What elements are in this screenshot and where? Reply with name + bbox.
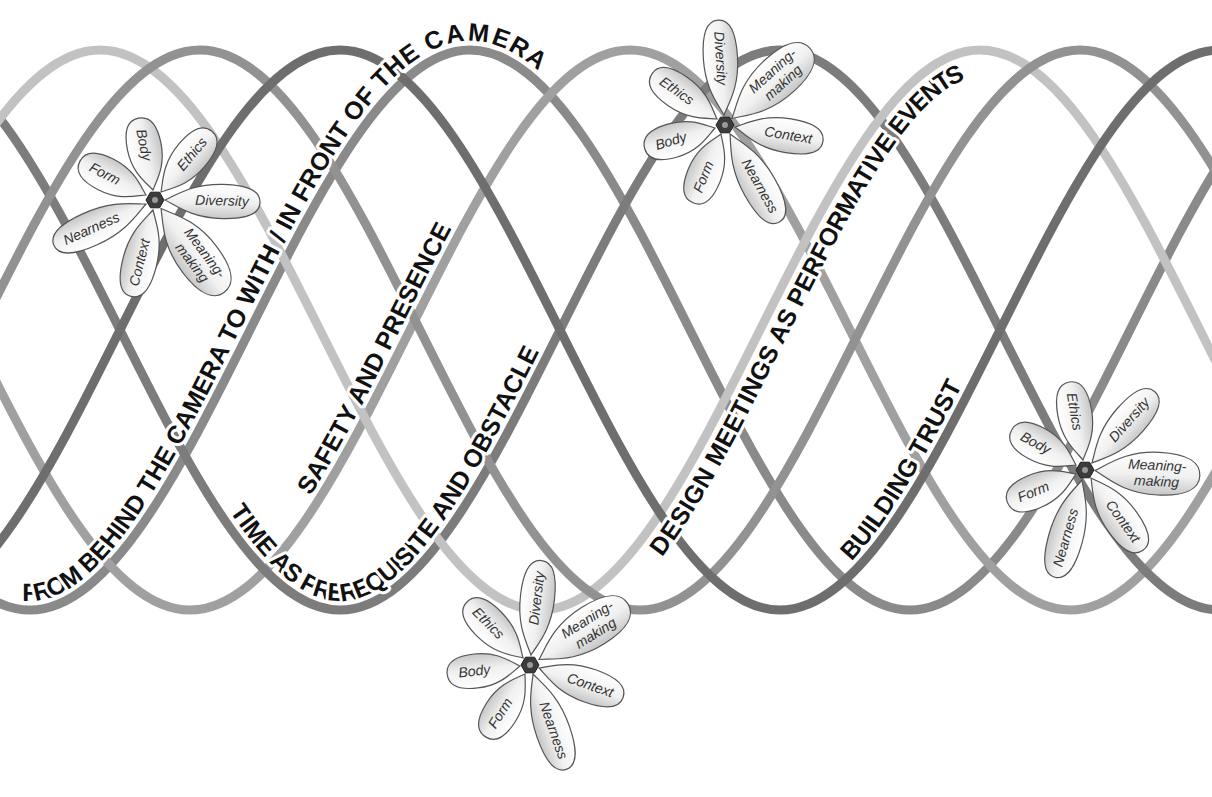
flower-hub [521, 657, 539, 673]
petal-node: Diversity [700, 18, 742, 116]
flower-hub [146, 192, 164, 208]
petal-label-group: Diversity [195, 193, 249, 210]
woven-band [0, 50, 1212, 610]
petal-label: Meaning-making [1124, 457, 1189, 491]
petal-label-group: Diversity [711, 31, 730, 86]
flower-hub [1076, 462, 1094, 478]
theme-label: FROM BEHIND THE CAMERA TO WITH / IN FRON… [22, 17, 552, 606]
theme-label: SAFETY AND PRESENCE [291, 218, 456, 499]
petal-label: Diversity [711, 31, 730, 86]
woven-band [0, 50, 1212, 610]
petal-label: Diversity [195, 193, 249, 210]
theme-label: TIME AS PREREQUISITE AND OBSTACLE [225, 341, 543, 607]
woven-band [0, 50, 1212, 610]
petal-label: Body [458, 662, 491, 681]
theme-label: BUILDING TRUST [834, 375, 966, 565]
petal-label-group: Body [458, 662, 491, 681]
woven-band [0, 50, 1212, 610]
woven-band [0, 50, 1212, 610]
woven-band [0, 50, 1212, 610]
petal-label-group: Meaning-making [1124, 457, 1189, 491]
flower-hub [716, 117, 734, 133]
petal-node: Diversity [165, 182, 262, 220]
